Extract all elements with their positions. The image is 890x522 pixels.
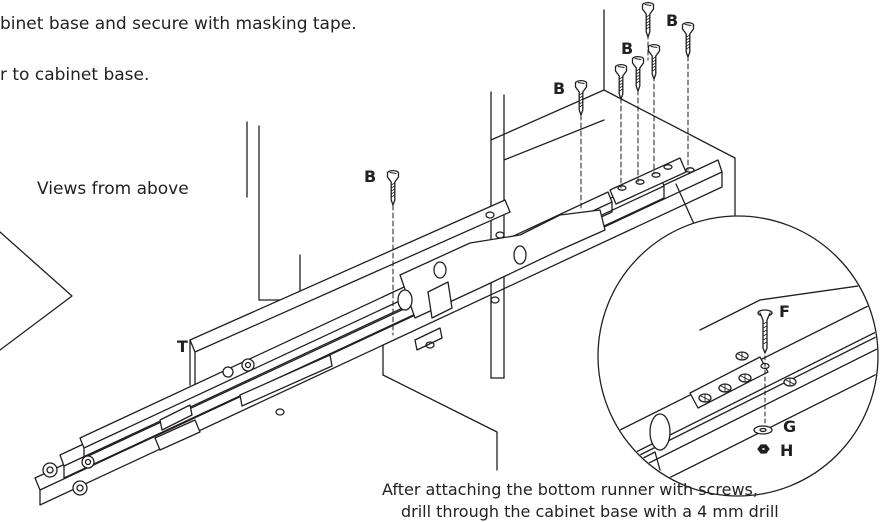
washer-g <box>753 425 773 435</box>
label-b-row: B <box>553 79 566 98</box>
views-from-above-caption: Views from above <box>37 179 189 199</box>
label-b-left: B <box>364 167 377 186</box>
detail-magnifier <box>597 215 879 497</box>
screw-guide-lines <box>392 33 689 336</box>
drawer-runner <box>34 157 723 506</box>
detail-caption-line-2: drill through the cabinet base with a 4 … <box>401 502 779 521</box>
label-g: G <box>783 417 797 436</box>
cabinet-drawer-runner-assembly-diagram <box>0 1 879 506</box>
label-b-top: B <box>666 11 679 30</box>
instruction-line-1: binet base and secure with masking tape. <box>0 14 357 34</box>
cabinet-side-panel <box>246 121 301 301</box>
label-b-middle: B <box>621 39 634 58</box>
views-from-above-board <box>0 231 73 351</box>
instruction-line-2: r to cabinet base. <box>0 65 150 85</box>
detail-caption-line-1: After attaching the bottom runner with s… <box>382 480 758 499</box>
cabinet-back-panel <box>490 9 605 379</box>
screw-f <box>757 309 773 426</box>
label-t: T <box>177 337 188 356</box>
label-h: H <box>780 441 794 460</box>
nut-h <box>757 444 770 454</box>
label-f: F <box>779 302 790 321</box>
drawer-side-panel <box>189 199 511 393</box>
